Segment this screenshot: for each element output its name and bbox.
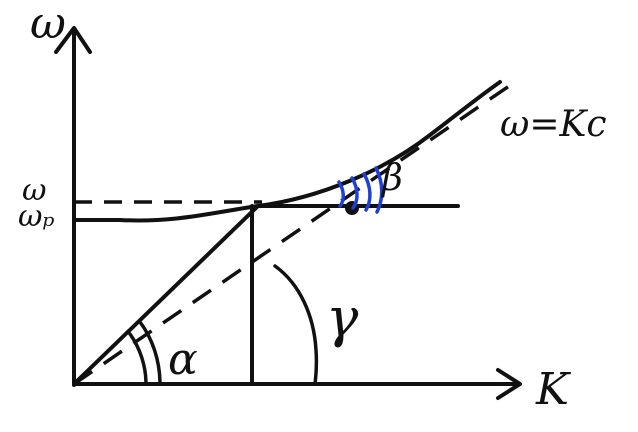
dispersion-curve (72, 80, 502, 223)
y-axis-arrowhead (54, 26, 92, 54)
gamma-label: γ (326, 286, 359, 349)
alpha-arc-inner (128, 332, 148, 386)
x-axis-arrowhead (496, 368, 522, 400)
y-axis-label: ω (30, 0, 66, 49)
phase-velocity-line (72, 204, 260, 386)
beta-label: β (380, 158, 403, 199)
beta-marks (337, 166, 384, 214)
omega-p-label: ωₚ (18, 199, 54, 234)
asymptote-dashed-line (73, 82, 513, 386)
asymptote-label: ω=Kc (500, 104, 607, 145)
omega-level-label: ω (22, 173, 46, 208)
alpha-arc-outer (138, 320, 162, 386)
gamma-arc (273, 264, 319, 386)
alpha-label: α (168, 334, 198, 385)
x-axis-label: K (535, 364, 571, 415)
